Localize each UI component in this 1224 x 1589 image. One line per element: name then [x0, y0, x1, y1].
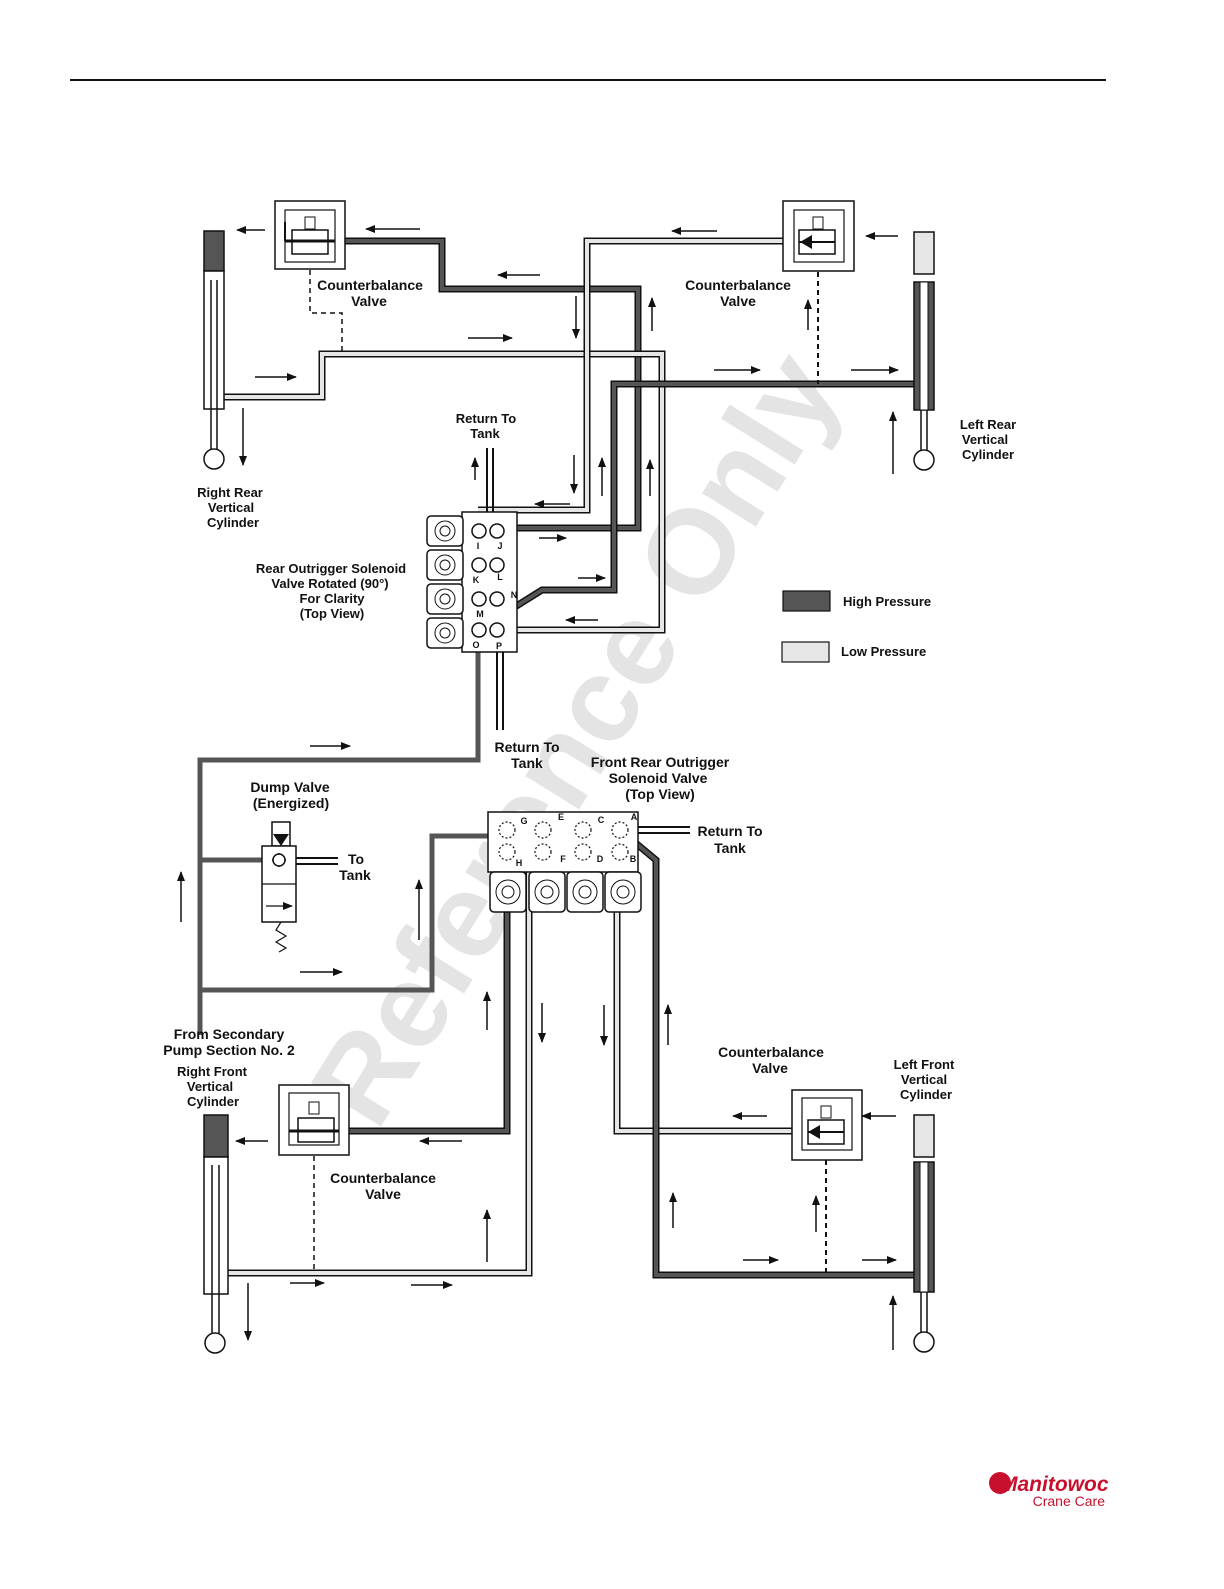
port-label-c: C: [598, 815, 605, 825]
port-label-e: E: [558, 812, 564, 822]
dump-valve: [261, 821, 297, 953]
dump-valve-label: Dump Valve(Energized): [250, 779, 330, 811]
watermark: Reference Only: [285, 329, 865, 1147]
port-label-g: G: [520, 816, 527, 826]
rear-solenoid-ports: [471, 523, 505, 638]
logo-brand: Manitowoc: [1000, 1473, 1109, 1496]
front-outrigger-solenoid-valve: G E C A H F D B: [487, 811, 642, 913]
port-label-f: F: [560, 854, 566, 864]
logo-mark: [989, 1472, 1011, 1494]
port-label-h: H: [516, 858, 523, 868]
counterbalance-valve-lf: [791, 1089, 863, 1161]
port-label-d: D: [597, 854, 604, 864]
left-front-cylinder: [913, 1114, 935, 1353]
legend-high-label: High Pressure: [843, 594, 931, 609]
line-return-top: [486, 448, 494, 514]
logo-subtitle: Crane Care: [1033, 1493, 1106, 1509]
left-rear-cylinder: [913, 231, 935, 471]
line-supply: [197, 630, 481, 1035]
legend-low-label: Low Pressure: [841, 644, 926, 659]
port-label-a: A: [631, 812, 638, 822]
legend-low-swatch: [781, 641, 830, 663]
line-dump-tank: [296, 857, 338, 865]
port-label-i: I: [477, 541, 480, 551]
flow-arrows: [177, 225, 899, 1350]
pilot-rr: [309, 270, 343, 354]
counterbalance-valve-rf: [278, 1084, 350, 1156]
legend: High Pressure Low Pressure: [781, 590, 931, 663]
port-label-b: B: [630, 854, 637, 864]
counterbalance-valve-rr: [274, 200, 346, 270]
right-front-cylinder: [203, 1114, 229, 1354]
port-label-m: M: [476, 609, 484, 619]
line-lf-to-b: [613, 830, 792, 1135]
right-rear-cylinder: [203, 230, 225, 470]
port-label-n: N: [511, 590, 518, 600]
rear-solenoid-coils: [426, 515, 464, 649]
port-label-p: P: [496, 641, 502, 651]
rear-outrigger-solenoid-valve: I J K L M N O P: [426, 511, 518, 653]
front-solenoid-coils: [489, 871, 642, 913]
legend-high-swatch: [782, 590, 831, 612]
port-label-j: J: [497, 541, 502, 551]
manitowoc-logo: Manitowoc Crane Care: [989, 1472, 1109, 1509]
port-label-o: O: [472, 640, 479, 650]
line-return-mid: [496, 652, 504, 730]
line-return-right: [637, 826, 690, 834]
line-front-supply: [200, 833, 503, 993]
front-solenoid-ports: [498, 821, 629, 861]
port-label-k: K: [473, 575, 480, 585]
counterbalance-valve-lr: [782, 200, 855, 272]
port-label-l: L: [497, 572, 503, 582]
pressure-lines: [197, 237, 914, 1279]
